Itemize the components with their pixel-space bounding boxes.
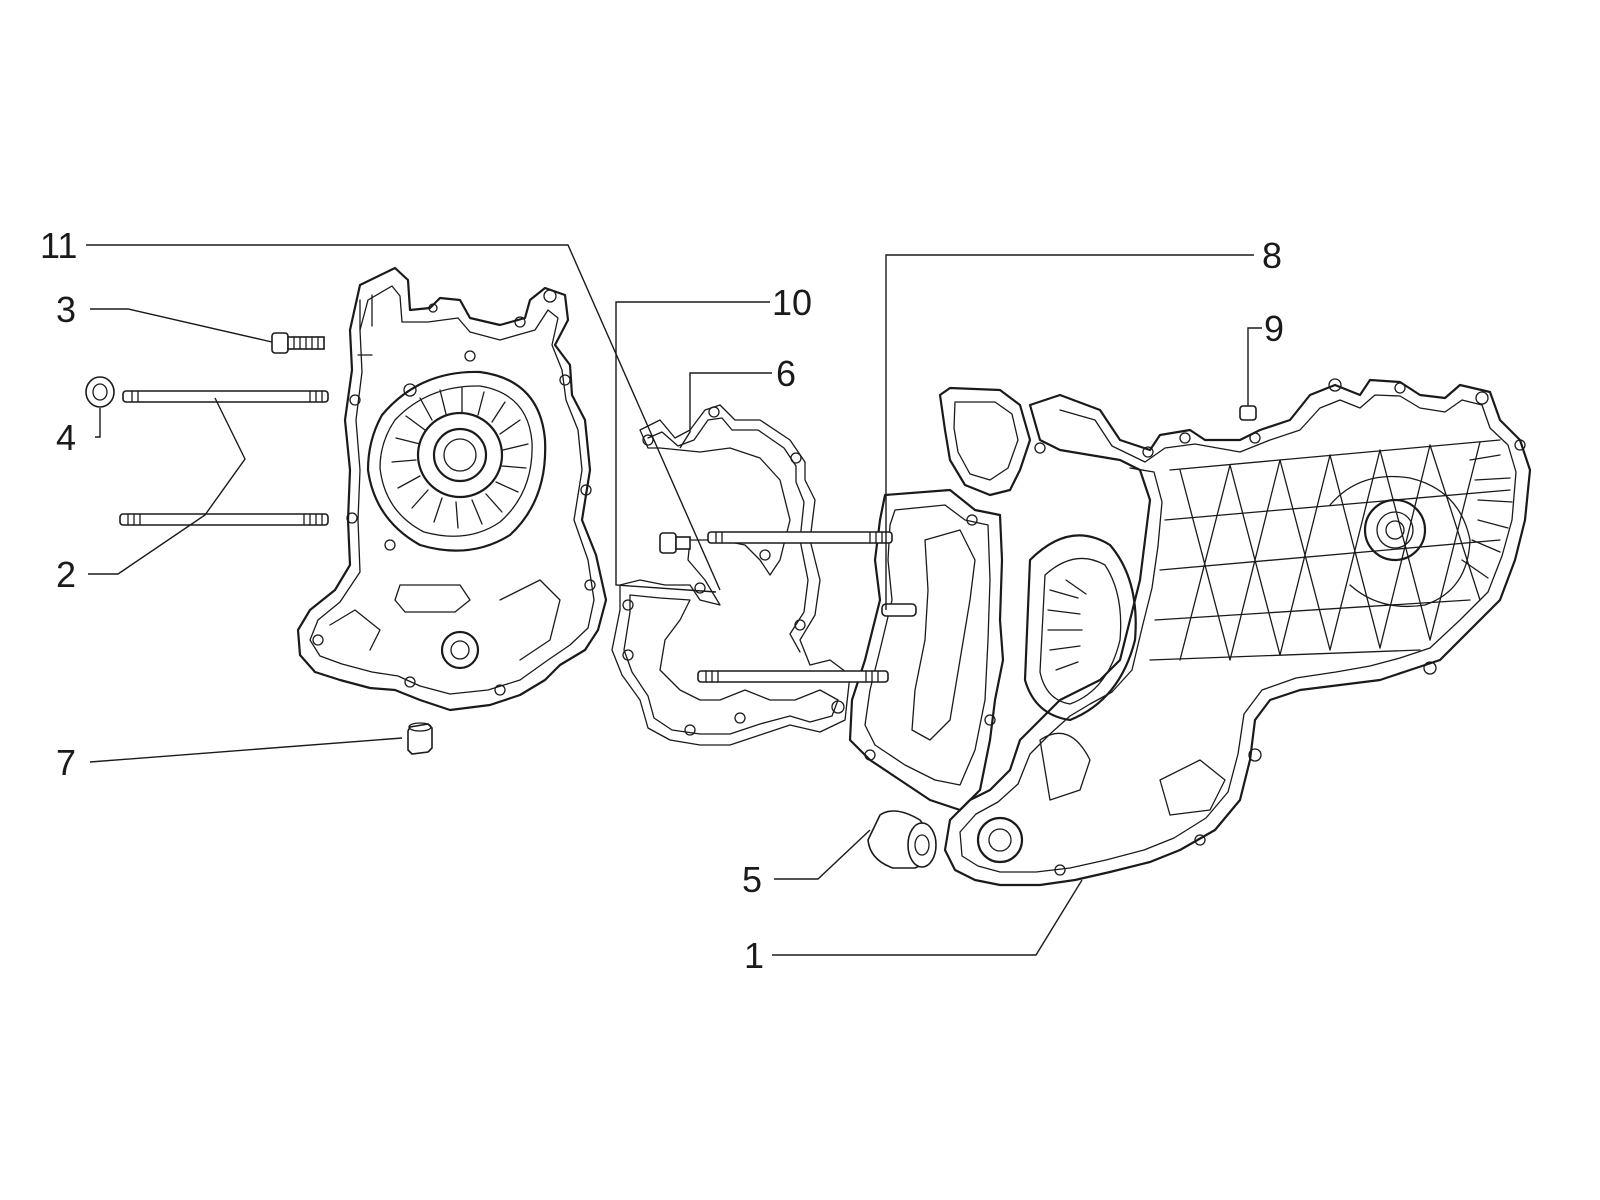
callout-2: 2 <box>56 554 76 595</box>
crankcase-gasket <box>611 404 851 746</box>
part-11-screw <box>659 532 691 554</box>
part-9-dowel-pin <box>1239 405 1257 421</box>
callout-5: 5 <box>742 859 762 900</box>
callout-4: 4 <box>56 417 76 458</box>
callout-11: 11 <box>40 225 77 266</box>
callout-10: 10 <box>772 282 812 323</box>
part-3-screw <box>271 332 325 354</box>
callout-7: 7 <box>56 742 76 783</box>
long-stud-lower <box>697 670 889 683</box>
long-stud-upper <box>707 531 893 544</box>
part-2-stud-upper <box>122 390 329 403</box>
callout-1: 1 <box>744 935 764 976</box>
part-7-plug <box>407 722 433 755</box>
part-8-dowel-pin <box>881 603 917 617</box>
part-4-nut <box>85 376 115 408</box>
right-crankcase-half <box>848 378 1532 887</box>
callout-9: 9 <box>1264 308 1284 349</box>
callout-6: 6 <box>776 353 796 394</box>
left-crankcase-half <box>296 266 608 712</box>
callout-3: 3 <box>56 289 76 330</box>
part-2-stud-lower <box>119 513 329 526</box>
leader-lines <box>86 244 1262 956</box>
callout-labels: 11 3 4 2 7 10 6 8 9 5 1 <box>40 225 1284 976</box>
callout-8: 8 <box>1262 235 1282 276</box>
part-5-bushing <box>867 810 937 869</box>
